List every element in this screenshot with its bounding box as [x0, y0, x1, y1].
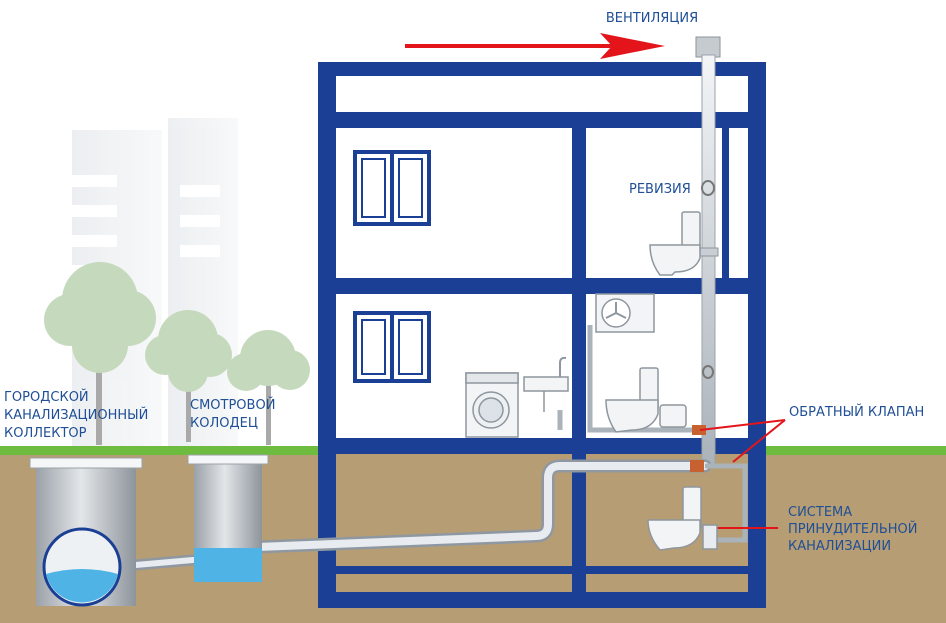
forced-system-label-line2: ПРИНУДИТЕЛЬНОЙ [788, 521, 918, 537]
house-frame [318, 62, 766, 608]
forced-system-label-line3: КАНАЛИЗАЦИИ [788, 539, 891, 554]
toilet-basement-icon [647, 486, 718, 551]
city-collector-well [29, 457, 143, 607]
washing-machine-icon [465, 372, 519, 438]
floor-pipes [557, 325, 748, 543]
sink-icon [523, 356, 569, 412]
toilet-middle-icon [605, 367, 687, 433]
ventilation-stack [695, 36, 721, 466]
city-collector-label-line2: КАНАЛИЗАЦИОННЫЙ [4, 407, 148, 423]
trees [44, 262, 310, 445]
inspection-well-label-line1: СМОТРОВОЙ [190, 397, 275, 413]
pointer-lines [699, 419, 786, 529]
forced-system-label-line1: СИСТЕМА [788, 505, 852, 520]
inspection-well-label-line2: КОЛОДЕЦ [190, 416, 258, 431]
check-valves [690, 425, 706, 472]
revision-hatch-icon [701, 180, 715, 196]
city-collector-label-line3: КОЛЛЕКТОР [4, 426, 87, 441]
revision-label: РЕВИЗИЯ [629, 182, 691, 197]
check-valve-label: ОБРАТНЫЙ КЛАПАН [789, 404, 924, 420]
ventilation-arrow [405, 33, 665, 59]
ventilation-label: ВЕНТИЛЯЦИЯ [606, 11, 698, 26]
city-collector-label-line1: ГОРОДСКОЙ [4, 389, 89, 405]
toilet-top-icon [649, 211, 701, 276]
inspection-well [187, 454, 269, 582]
air-conditioner-icon [595, 293, 655, 333]
windows [353, 150, 431, 383]
